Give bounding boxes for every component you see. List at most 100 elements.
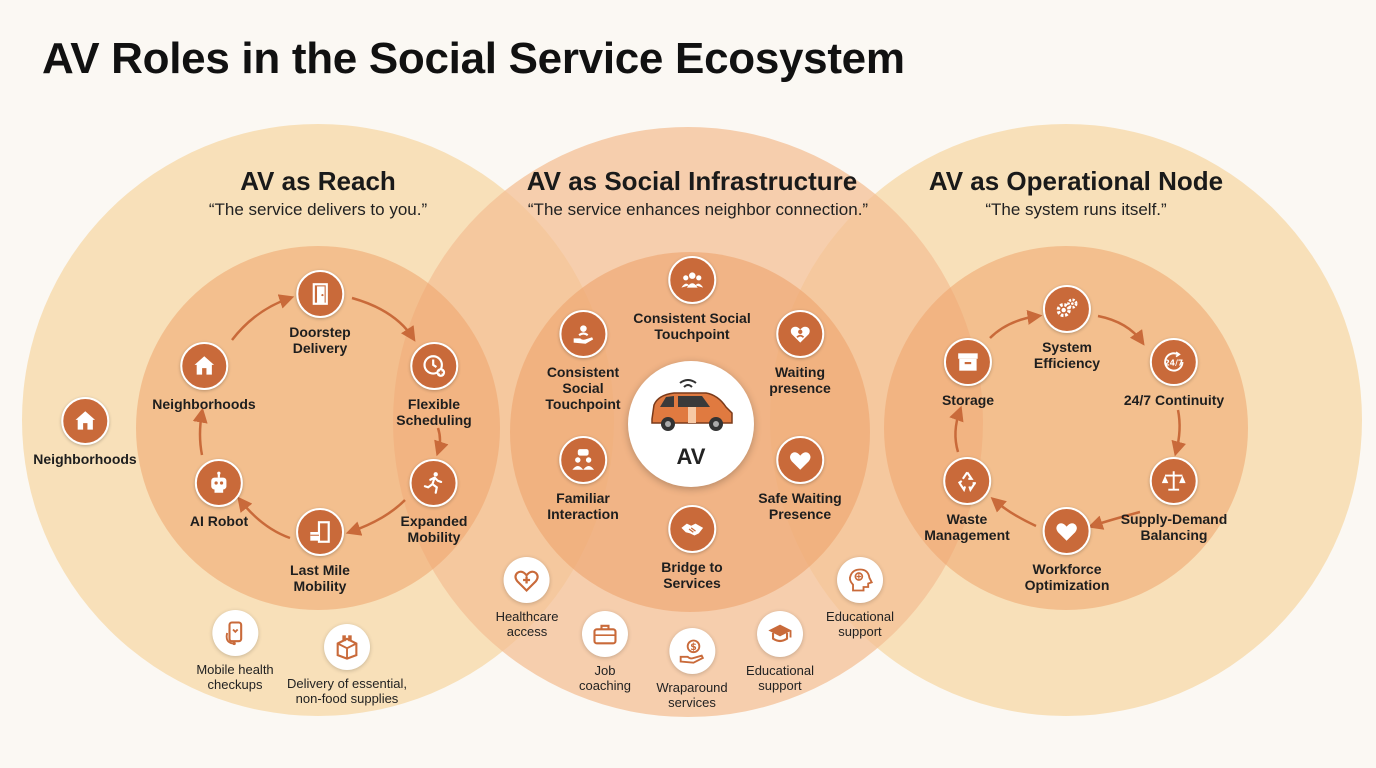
box-door-icon bbox=[296, 508, 344, 556]
social-service-job-coaching: Job coaching bbox=[579, 611, 631, 693]
social-node-safe-waiting-presence: Safe Waiting Presence bbox=[758, 436, 842, 522]
cycle-arrow bbox=[345, 499, 406, 536]
house-icon bbox=[180, 342, 228, 390]
op-node-system-efficiency: System Efficiency bbox=[1034, 285, 1100, 371]
service-label: Mobile health checkups bbox=[196, 662, 274, 692]
door-icon bbox=[295, 270, 344, 318]
cycle-arrow bbox=[1171, 409, 1186, 457]
hand-person-icon bbox=[558, 310, 607, 358]
reach-node-flexible-scheduling: Flexible Scheduling bbox=[396, 342, 472, 428]
clock-plus-icon bbox=[409, 342, 458, 390]
service-label: Job coaching bbox=[578, 663, 632, 693]
node-label: Waste Management bbox=[924, 511, 1010, 543]
service-label: Delivery of essential, non-food supplies bbox=[287, 676, 407, 706]
reach-quote: “The service delivers to you.” bbox=[208, 200, 428, 219]
node-label: Supply-Demand Balancing bbox=[1120, 511, 1228, 543]
heart-icon bbox=[1043, 507, 1091, 555]
social-service-wraparound: $ Wraparound services bbox=[656, 628, 728, 710]
cycle-arrow bbox=[351, 296, 416, 342]
cycle-arrow bbox=[990, 497, 1037, 528]
social-service-healthcare-access: Healthcare access bbox=[495, 557, 559, 639]
page-title: AV Roles in the Social Service Ecosystem bbox=[42, 34, 905, 83]
reach-node-neighborhoods: Neighborhoods bbox=[152, 342, 256, 412]
av-center: AV bbox=[628, 361, 754, 487]
operational-heading: AV as Operational Node bbox=[928, 166, 1224, 196]
cycle-arrow bbox=[1097, 314, 1145, 346]
social-node-bridge-to-services: Bridge to Services bbox=[661, 505, 723, 591]
group-icon bbox=[668, 256, 716, 304]
node-label: Waiting presence bbox=[769, 364, 831, 396]
node-label: Safe Waiting Presence bbox=[758, 490, 842, 522]
graduation-cap-icon bbox=[756, 611, 803, 657]
node-label: Last Mile Mobility bbox=[290, 562, 350, 594]
node-label: AI Robot bbox=[189, 513, 249, 529]
heart-icon bbox=[776, 436, 824, 484]
reach-service-essential-supplies: Delivery of essential, non-food supplies bbox=[287, 624, 407, 706]
node-label: Expanded Mobility bbox=[400, 513, 468, 545]
node-label: Neighborhoods bbox=[33, 451, 137, 467]
node-label: 24/7 Continuity bbox=[1123, 392, 1225, 408]
op-node-waste-management: Waste Management bbox=[924, 457, 1010, 543]
dollar-hand-icon: $ bbox=[669, 628, 715, 674]
node-label: System Efficiency bbox=[1033, 339, 1101, 371]
social-service-educational-support-cap: Educational support bbox=[746, 611, 814, 693]
node-label: Neighborhoods bbox=[152, 396, 256, 412]
storage-box-icon bbox=[944, 338, 992, 386]
running-person-icon bbox=[410, 459, 458, 507]
robot-icon bbox=[194, 459, 243, 507]
clock-24-7-text: 24/7 bbox=[1165, 358, 1184, 367]
social-node-consistent-social-touchpoint-left: Consistent Social Touchpoint bbox=[545, 310, 621, 412]
social-service-educational-support-brain: Educational support bbox=[826, 557, 894, 639]
heart-plus-icon bbox=[504, 557, 550, 603]
av-label: AV bbox=[676, 443, 706, 469]
cycle-arrow bbox=[192, 407, 208, 456]
briefcase-icon bbox=[581, 611, 628, 657]
operational-quote: “The system runs itself.” bbox=[985, 200, 1167, 219]
scales-icon bbox=[1149, 457, 1198, 505]
reach-node-last-mile-mobility: Last Mile Mobility bbox=[290, 508, 350, 594]
cycle-arrow bbox=[434, 427, 449, 457]
handshake-icon bbox=[667, 505, 716, 553]
node-label: Bridge to Services bbox=[661, 559, 723, 591]
node-label: Doorstep Delivery bbox=[289, 324, 351, 356]
op-node-workforce-optimization: Workforce Optimization bbox=[1025, 507, 1109, 593]
cycle-arrow bbox=[949, 405, 964, 453]
node-label: Storage bbox=[941, 392, 995, 408]
house-icon bbox=[61, 397, 109, 445]
reach-heading: AV as Reach bbox=[240, 166, 396, 196]
reach-node-expanded-mobility: Expanded Mobility bbox=[400, 459, 468, 545]
car-icon bbox=[644, 378, 738, 442]
phone-stethoscope-icon bbox=[211, 610, 258, 656]
social-heading: AV as Social Infrastructure bbox=[526, 166, 858, 196]
service-label: Wraparound services bbox=[656, 680, 728, 710]
gears-icon bbox=[1042, 285, 1091, 333]
social-node-familiar-interaction: Familiar Interaction bbox=[547, 436, 619, 522]
package-icon bbox=[323, 624, 370, 670]
op-node-supply-demand: Supply-Demand Balancing bbox=[1120, 457, 1228, 543]
cycle-arrow bbox=[237, 496, 291, 540]
social-quote: “The service enhances neighbor connectio… bbox=[527, 200, 869, 219]
reach-service-mobile-health: Mobile health checkups bbox=[196, 610, 274, 692]
service-label: Educational support bbox=[746, 663, 814, 693]
clock-24-7-icon: 24/7 bbox=[1149, 338, 1198, 386]
service-label: Healthcare access bbox=[495, 609, 559, 639]
cycle-arrow bbox=[231, 294, 295, 341]
node-label: Flexible Scheduling bbox=[396, 396, 472, 428]
social-node-consistent-social-touchpoint-top: Consistent Social Touchpoint bbox=[633, 256, 751, 342]
heart-person-icon bbox=[775, 310, 824, 358]
op-node-24-7-continuity: 24/7 24/7 Continuity bbox=[1124, 338, 1224, 408]
reach-node-ai-robot: AI Robot bbox=[190, 459, 248, 529]
node-label: Consistent Social Touchpoint bbox=[545, 364, 621, 412]
service-label: Educational support bbox=[826, 609, 894, 639]
recycle-icon bbox=[942, 457, 991, 505]
brain-head-icon bbox=[836, 557, 883, 603]
social-node-waiting-presence: Waiting presence bbox=[769, 310, 831, 396]
cycle-arrow bbox=[1087, 510, 1141, 530]
node-label: Familiar Interaction bbox=[547, 490, 619, 522]
node-label: Consistent Social Touchpoint bbox=[633, 310, 751, 342]
people-chat-icon bbox=[558, 436, 607, 484]
inner-circle-operational bbox=[884, 246, 1248, 610]
reach-node-doorstep-delivery: Doorstep Delivery bbox=[289, 270, 351, 356]
reach-outer-node: Neighborhoods bbox=[33, 397, 137, 467]
